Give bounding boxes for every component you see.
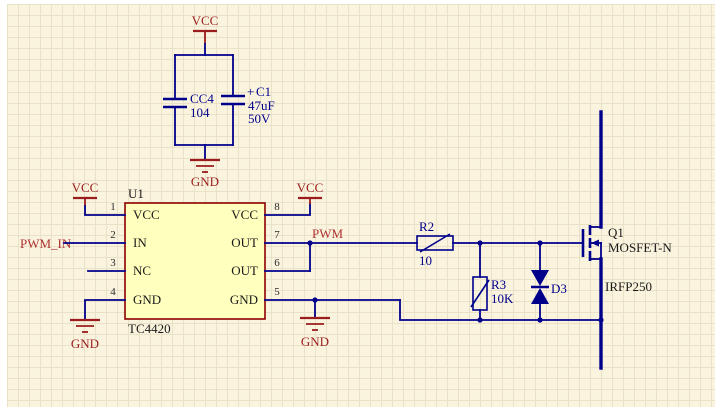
cc4-value: 104 xyxy=(190,105,210,120)
pin-name: GND xyxy=(133,292,161,307)
pin-name: NC xyxy=(133,263,151,278)
pin-number: 1 xyxy=(110,201,116,213)
pin-name: VCC xyxy=(133,207,160,222)
resistor-slash xyxy=(419,233,451,253)
junction-dot xyxy=(477,317,483,323)
schematic-sheet xyxy=(7,4,715,407)
pin-number: 3 xyxy=(110,257,116,269)
diode-triangle xyxy=(531,270,549,286)
capacitor-c1[interactable]: + C1 47uF 50V xyxy=(221,84,275,126)
r2-designator: R2 xyxy=(419,219,434,234)
vcc-top-label: VCC xyxy=(192,13,219,28)
wire-pin4 xyxy=(84,299,126,321)
u1-designator: U1 xyxy=(128,186,144,201)
resistor-r3[interactable]: R3 10K xyxy=(470,276,514,311)
pin-number: 8 xyxy=(274,201,280,213)
pin-name: VCC xyxy=(231,207,258,222)
gnd-port-top[interactable]: GND xyxy=(190,158,220,189)
gnd-port-left[interactable]: GND xyxy=(70,318,100,351)
vcc-left-label: VCC xyxy=(72,180,99,195)
d3-designator: D3 xyxy=(551,281,567,296)
gnd-port-right[interactable]: GND xyxy=(300,316,330,349)
r3-designator: R3 xyxy=(491,277,506,292)
resistor-r2[interactable]: R2 10 xyxy=(416,219,454,268)
gnd-top-label: GND xyxy=(191,174,219,189)
vcc-port-right[interactable]: VCC xyxy=(297,180,324,204)
pin-name: OUT xyxy=(231,263,258,278)
gnd-right-label: GND xyxy=(301,334,329,349)
mosfet-q1[interactable]: Q1 MOSFET-N IRFP250 xyxy=(581,225,672,294)
q1-designator: Q1 xyxy=(608,225,624,240)
vcc-port-left[interactable]: VCC xyxy=(72,180,99,206)
cc4-designator: CC4 xyxy=(190,91,214,106)
resistor-slash xyxy=(470,279,490,308)
wire-pin1 xyxy=(84,205,126,216)
pwm-net-label[interactable]: PWM xyxy=(312,226,344,241)
wire-pin8 xyxy=(264,203,311,216)
vcc-port-top[interactable]: VCC xyxy=(192,13,219,44)
diode-d3[interactable]: D3 xyxy=(531,270,567,304)
pin-name: OUT xyxy=(231,235,258,250)
pin-number: 2 xyxy=(110,229,116,241)
pin-number: 5 xyxy=(274,286,280,298)
wire-top-node xyxy=(174,43,234,161)
wire-source-net xyxy=(399,299,602,321)
ic-body xyxy=(124,202,266,320)
c1-rating: 50V xyxy=(248,111,271,126)
capacitor-cc4[interactable]: CC4 104 xyxy=(163,91,214,120)
u1-part: TC4420 xyxy=(128,321,171,336)
junction-dot xyxy=(307,240,313,246)
q1-type: MOSFET-N xyxy=(608,240,672,255)
q1-part: IRFP250 xyxy=(605,279,652,294)
diode-triangle xyxy=(531,288,549,304)
pwm-in-net-label[interactable]: PWM_IN xyxy=(20,236,72,251)
r2-value: 10 xyxy=(419,253,432,268)
pin-number: 6 xyxy=(274,257,280,269)
ic-u1[interactable]: U1 TC4420 1 2 3 4 8 7 6 5 VCC IN NC GND … xyxy=(110,186,280,336)
resistor-body xyxy=(416,235,454,251)
junction-dot xyxy=(537,317,543,323)
pin-name: IN xyxy=(133,235,147,250)
r3-value: 10K xyxy=(491,291,514,306)
mosfet-arrow-icon xyxy=(591,239,599,247)
c1-value: 47uF xyxy=(248,98,275,113)
gnd-left-label: GND xyxy=(71,336,99,351)
pin-number: 7 xyxy=(274,229,280,241)
pin-name: GND xyxy=(230,292,258,307)
c1-designator: C1 xyxy=(256,84,271,99)
pin-number: 4 xyxy=(110,286,116,298)
vcc-right-label: VCC xyxy=(297,180,324,195)
c1-polarity-plus: + xyxy=(247,84,254,99)
